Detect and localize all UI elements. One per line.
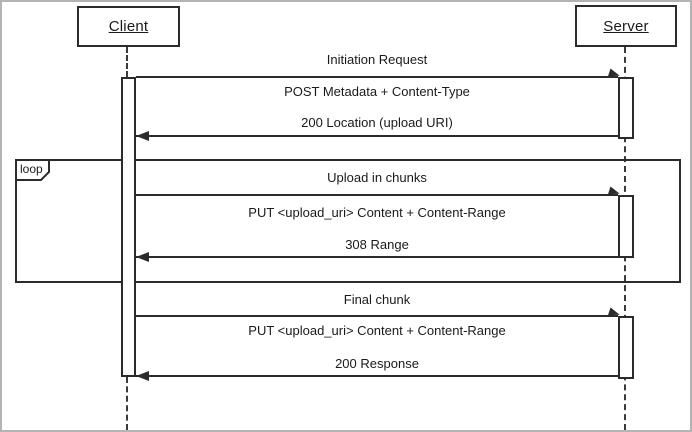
message-line-put-chunk	[136, 194, 618, 196]
loop-fragment-frame	[15, 159, 681, 283]
section-title-initiation: Initiation Request	[326, 52, 428, 67]
message-text-put-final: PUT <upload_uri> Content + Content-Range	[248, 323, 506, 338]
actor-label-client: Client	[108, 18, 149, 35]
message-line-200-response	[136, 375, 618, 377]
response-arrowhead-icon	[136, 252, 149, 262]
client-activation-bar	[121, 77, 136, 377]
message-line-post-metadata	[136, 76, 618, 78]
server-activation-bar-2	[618, 195, 634, 258]
actor-box-client: Client	[77, 6, 180, 47]
actor-label-server: Server	[603, 17, 649, 35]
response-arrowhead-icon	[136, 131, 149, 141]
message-text-post-metadata: POST Metadata + Content-Type	[284, 84, 470, 99]
section-title-upload-chunks: Upload in chunks	[327, 170, 427, 185]
server-activation-bar-3	[618, 316, 634, 379]
server-activation-bar-1	[618, 77, 634, 139]
message-text-put-chunk: PUT <upload_uri> Content + Content-Range	[248, 205, 506, 220]
message-text-200-response: 200 Response	[335, 356, 419, 371]
client-lifeline-bottom	[126, 377, 128, 430]
actor-box-server: Server	[575, 5, 677, 47]
message-line-308-range	[136, 256, 618, 258]
message-text-200-location: 200 Location (upload URI)	[301, 115, 453, 130]
client-lifeline-top	[126, 47, 128, 77]
loop-label-pentagon	[15, 159, 50, 181]
message-line-200-location	[136, 135, 618, 137]
response-arrowhead-icon	[136, 371, 149, 381]
loop-fragment-label: loop	[20, 162, 43, 176]
message-line-put-final	[136, 315, 618, 317]
message-text-308-range: 308 Range	[345, 237, 409, 252]
section-title-final-chunk: Final chunk	[343, 292, 411, 307]
